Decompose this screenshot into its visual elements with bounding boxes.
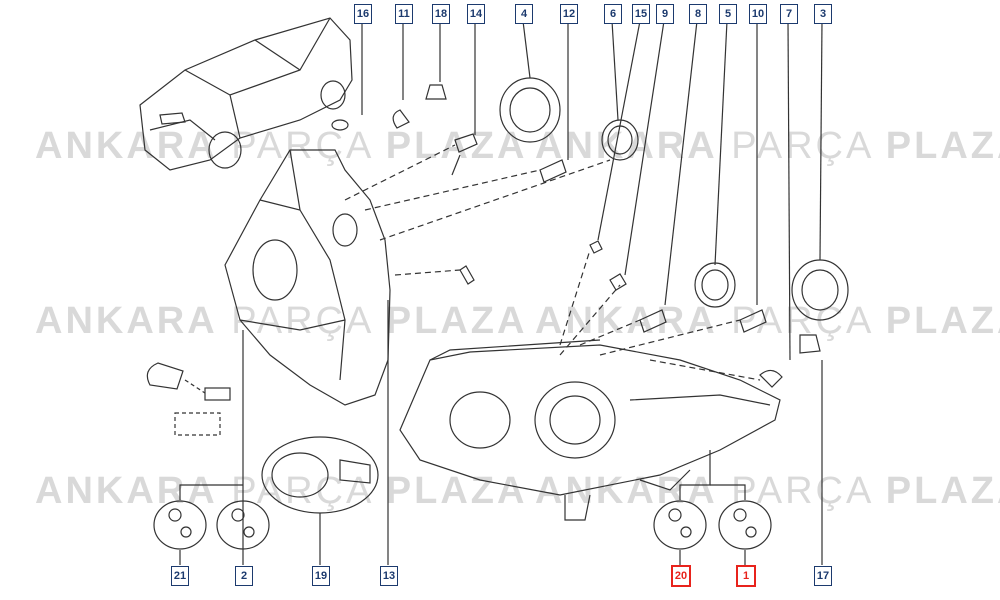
accessory-housing xyxy=(261,436,379,514)
bulb-holder-sets xyxy=(153,500,772,550)
callout-12: 12 xyxy=(560,4,578,24)
callout-21: 21 xyxy=(171,566,189,586)
callout-4: 4 xyxy=(515,4,533,24)
watermark-row-2: ANKARA PARÇA PLAZA xyxy=(35,300,528,342)
callout-19: 19 xyxy=(312,566,330,586)
watermark-row-1: ANKARA PARÇA PLAZA xyxy=(35,125,528,167)
headlamp-housing-rear xyxy=(224,149,391,406)
callout-16: 16 xyxy=(354,4,372,24)
callout-15: 15 xyxy=(632,4,650,24)
leader-lines xyxy=(179,20,823,565)
callout-9: 9 xyxy=(656,4,674,24)
callout-5: 5 xyxy=(719,4,737,24)
watermark-row-3: ANKARA PARÇA PLAZA xyxy=(35,470,528,512)
side-bulb-detail xyxy=(146,362,231,436)
callout-8: 8 xyxy=(689,4,707,24)
car-illustration xyxy=(139,17,353,171)
callout-20-highlighted: 20 xyxy=(671,565,691,587)
assembly-lines xyxy=(344,144,761,381)
callout-18: 18 xyxy=(432,4,450,24)
callout-11: 11 xyxy=(395,4,413,24)
callout-10: 10 xyxy=(749,4,767,24)
callout-2: 2 xyxy=(235,566,253,586)
callout-7: 7 xyxy=(780,4,798,24)
callout-14: 14 xyxy=(467,4,485,24)
callout-3: 3 xyxy=(814,4,832,24)
headlamp-assembly-front xyxy=(399,339,781,521)
callout-6: 6 xyxy=(604,4,622,24)
callout-1-highlighted: 1 xyxy=(736,565,756,587)
callout-17: 17 xyxy=(814,566,832,586)
callout-13: 13 xyxy=(380,566,398,586)
watermark-row-2b: ANKARA PARÇA PLAZA xyxy=(535,300,1000,342)
